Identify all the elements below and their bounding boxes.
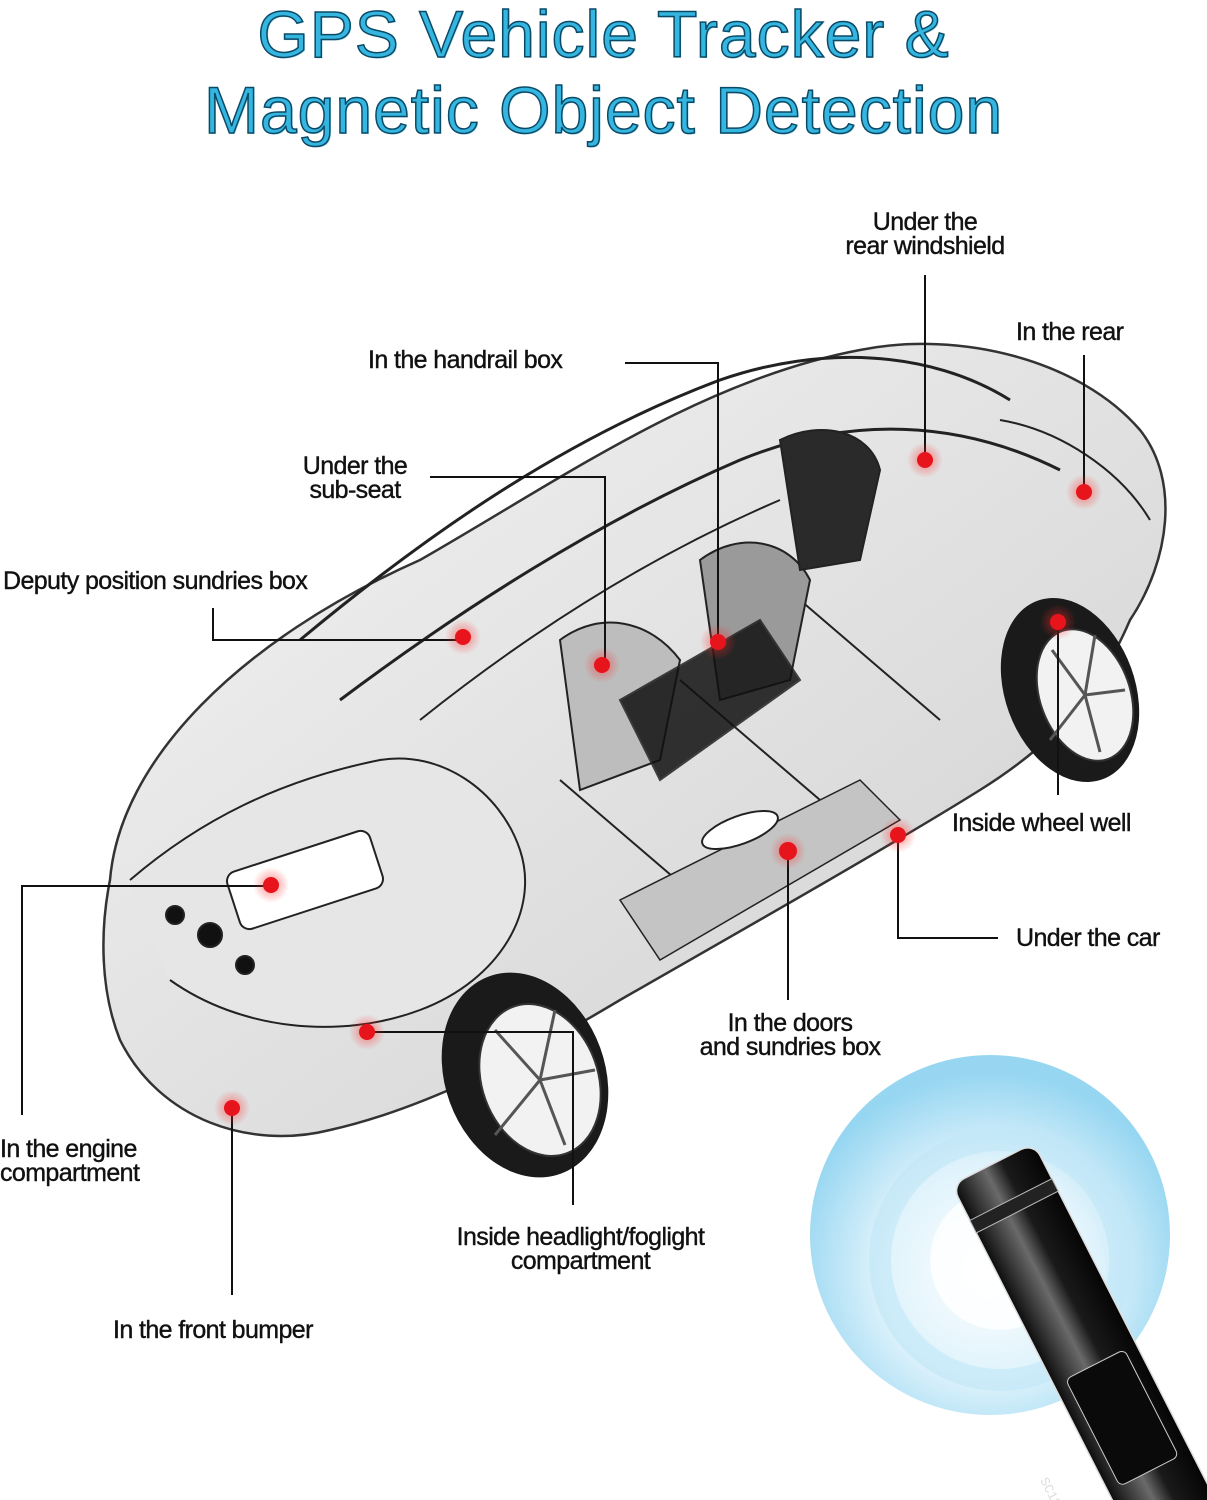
marker-rear — [1066, 474, 1102, 510]
marker-deputy-sundries — [445, 619, 481, 655]
front-wheel — [441, 972, 609, 1178]
detector-pen-device — [955, 1147, 1207, 1500]
rear-wheel — [1000, 598, 1140, 782]
callout-front-bumper: In the front bumper — [113, 1316, 314, 1344]
callout-engine: In the engine compartment — [0, 1135, 140, 1187]
callout-headlight: Inside headlight/foglight compartment — [456, 1223, 705, 1275]
callout-rear: In the rear — [1016, 318, 1124, 346]
callout-sub-seat: Under the sub-seat — [302, 452, 408, 504]
marker-wheel-well — [1040, 604, 1076, 640]
marker-engine — [253, 867, 289, 903]
callout-wheel-well: Inside wheel well — [952, 809, 1132, 837]
callout-handrail-box: In the handrail box — [368, 346, 563, 374]
leader-lines — [21, 275, 1085, 1295]
callout-under-car: Under the car — [1016, 924, 1161, 952]
callout-deputy-sundries: Deputy position sundries box — [3, 567, 308, 595]
callout-doors-sundries: In the doors and sundries box — [699, 1009, 881, 1061]
marker-headlight — [349, 1014, 385, 1050]
marker-handrail-box — [700, 624, 736, 660]
marker-under-car — [880, 817, 916, 853]
title-line-2: Magnetic Object Detection — [203, 72, 1004, 148]
title-line-1: GPS Vehicle Tracker & — [257, 0, 950, 72]
device-display-text: SC18 — [1036, 1475, 1064, 1500]
marker-doors — [770, 833, 806, 869]
marker-front-bumper — [214, 1090, 250, 1126]
marker-rear-windshield — [907, 442, 943, 478]
marker-sub-seat — [584, 647, 620, 683]
callout-rear-windshield: Under the rear windshield — [845, 208, 1005, 260]
car-wireframe — [102, 342, 1167, 1138]
marker-dots — [214, 442, 1102, 1126]
